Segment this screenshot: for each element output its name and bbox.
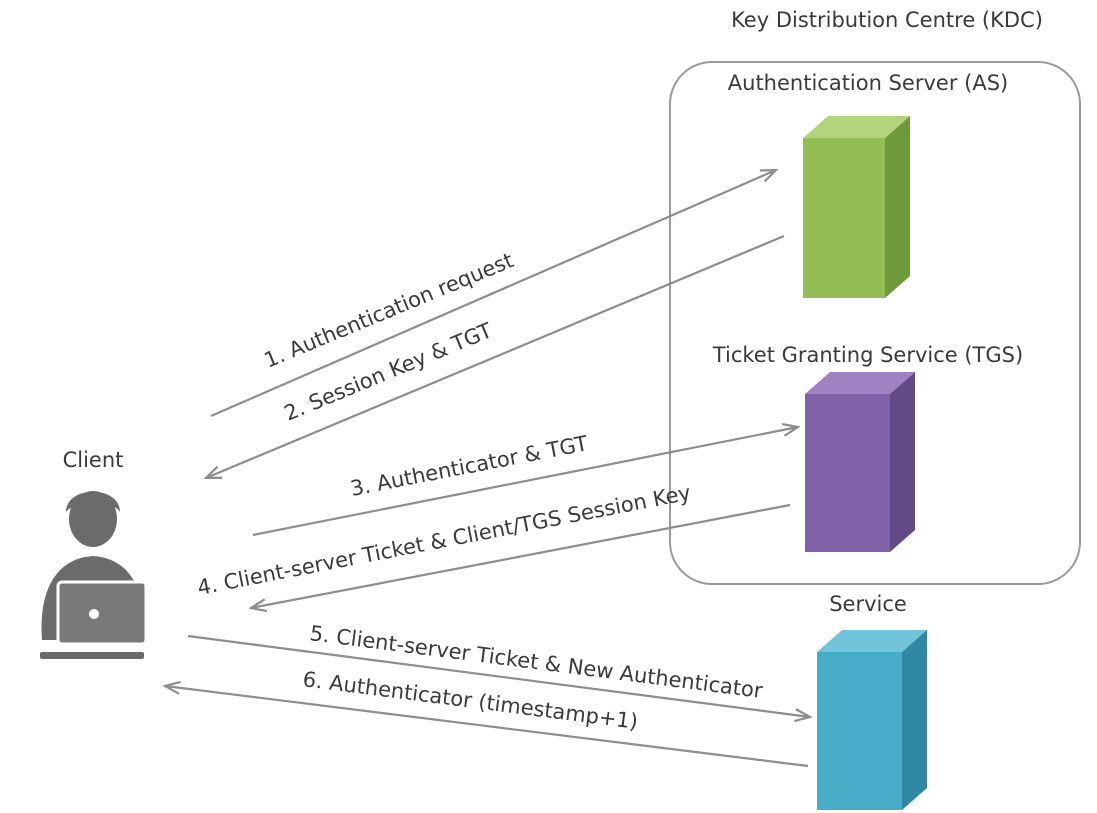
authentication-server-icon (803, 116, 910, 298)
service-server-icon (817, 630, 927, 810)
message-4-label: 4. Client-server Ticket & Client/TGS Ses… (195, 481, 692, 600)
user-laptop-icon (40, 491, 148, 659)
arrow-5-new-authenticator (187, 634, 810, 717)
ticket-granting-service-icon (805, 372, 915, 552)
arrow-4-client-server-ticket (251, 503, 791, 608)
message-3-label: 3. Authenticator & TGT (348, 431, 590, 501)
arrow-3-authenticator-tgt (252, 427, 798, 537)
arrow-2-session-key-tgt (206, 234, 785, 478)
kdc-boundary (669, 61, 1081, 585)
arrow-1-authentication-request (210, 170, 776, 418)
arrow-6-authenticator-timestamp (165, 686, 809, 768)
service-label: Service (829, 592, 907, 616)
tgs-label: Ticket Granting Service (TGS) (712, 343, 1023, 367)
as-label: Authentication Server (AS) (728, 71, 1008, 95)
client-label: Client (63, 448, 124, 472)
message-1-label: 1. Authentication request (261, 248, 517, 372)
kdc-title: Key Distribution Centre (KDC) (731, 8, 1043, 32)
